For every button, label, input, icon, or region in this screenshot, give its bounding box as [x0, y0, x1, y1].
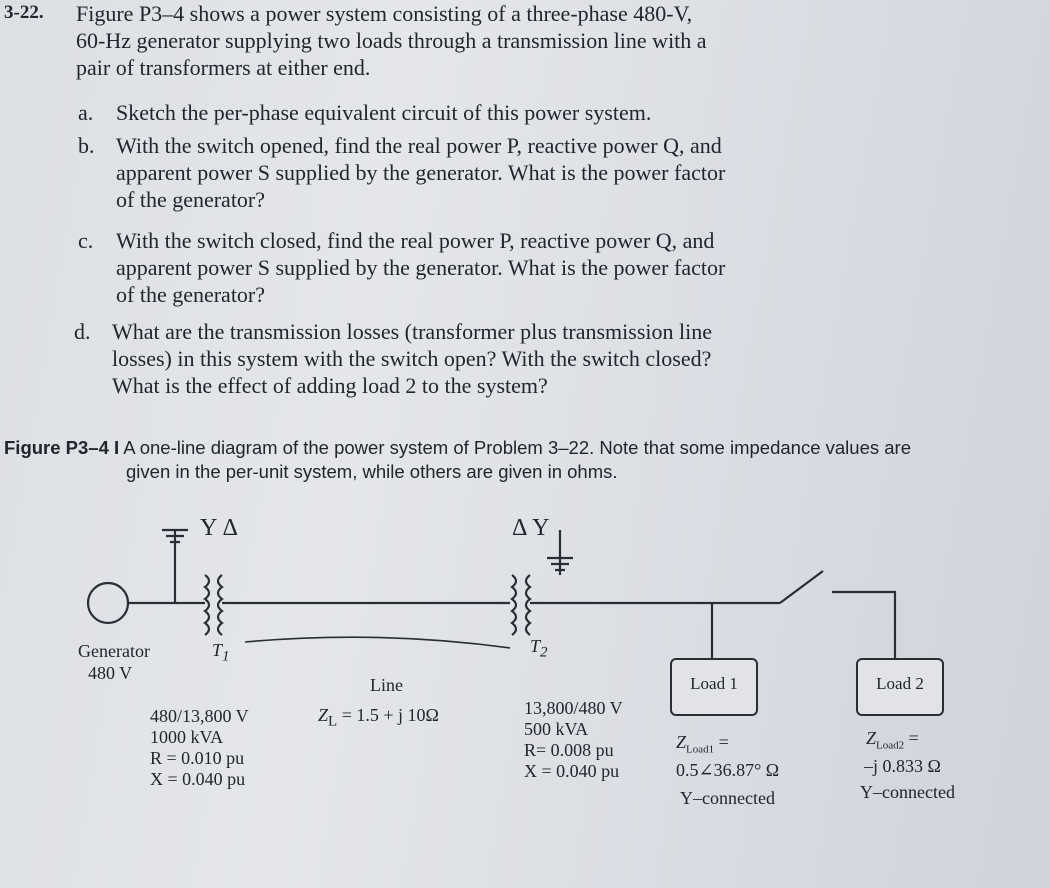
- question-label: d.: [74, 319, 91, 344]
- t1-primary-coil: [203, 574, 211, 636]
- question-c: c. With the switch closed, find the real…: [78, 227, 726, 308]
- question-label: b.: [78, 133, 95, 158]
- question-label: a.: [78, 100, 94, 125]
- caption-text: A one-line diagram of the power system o…: [119, 437, 911, 458]
- question-line: of the generator?: [116, 282, 266, 307]
- caption-text: given in the per-unit system, while othe…: [126, 461, 618, 482]
- question-line: Sketch the per-phase equivalent circuit …: [116, 100, 652, 125]
- t2-specs: 13,800/480 V 500 kVA R= 0.008 pu X = 0.0…: [524, 698, 623, 782]
- load2-impedance: ZLoad2 =: [866, 728, 919, 757]
- spec-line: X = 0.040 pu: [150, 769, 246, 789]
- load2-z-eq: =: [904, 728, 919, 748]
- intro-line: Figure P3–4 shows a power system consist…: [76, 1, 693, 26]
- t2-letter: T: [530, 636, 541, 656]
- load2-z: Z: [866, 728, 877, 748]
- spec-line: R = 0.010 pu: [150, 748, 245, 768]
- load2-feeder: [832, 590, 897, 658]
- spec-line: X = 0.040 pu: [524, 761, 620, 781]
- load2-connection: Y–connected: [860, 782, 955, 802]
- ground-icon: [547, 556, 573, 572]
- problem-number: 3-22.: [4, 2, 44, 23]
- load2-value: –j 0.833 Ω: [864, 756, 941, 776]
- question-line: of the generator?: [116, 187, 266, 212]
- spec-line: 480/13,800 V: [150, 706, 249, 726]
- question-line: apparent power S supplied by the generat…: [116, 160, 726, 185]
- question-line: losses) in this system with the switch o…: [112, 346, 712, 371]
- load1-connection: Y–connected: [680, 788, 775, 808]
- question-line: apparent power S supplied by the generat…: [116, 255, 726, 280]
- t1-letter: T: [212, 640, 223, 660]
- load2-name: Load 2: [876, 674, 924, 693]
- question-line: With the switch closed, find the real po…: [116, 228, 715, 253]
- question-line: What is the effect of adding load 2 to t…: [112, 373, 548, 398]
- figure-caption: Figure P3–4 I A one-line diagram of the …: [4, 436, 1044, 484]
- load1-name: Load 1: [690, 674, 738, 693]
- spec-line: 500 kVA: [524, 719, 589, 739]
- ground-icon: [162, 528, 188, 544]
- question-b: b. With the switch opened, find the real…: [78, 132, 726, 213]
- generator-label: Generator: [78, 641, 150, 661]
- t1-winding-label: Y Δ: [200, 515, 238, 541]
- line-impedance: ZL = 1.5 + j 10Ω: [318, 705, 439, 733]
- intro-line: 60-Hz generator supplying two loads thro…: [76, 28, 707, 53]
- load1-z: Z: [676, 732, 687, 752]
- t2-subscript: 2: [540, 644, 548, 661]
- t2-secondary-coil: [524, 574, 532, 636]
- load2-box: Load 2: [856, 658, 944, 716]
- line-label: Line: [370, 675, 403, 695]
- caption-label: Figure P3–4 I: [4, 437, 120, 458]
- load2-z-sub: Load2: [876, 739, 905, 752]
- problem-intro: Figure P3–4 shows a power system consist…: [76, 0, 796, 81]
- t1-label: T1: [212, 640, 230, 668]
- t2-primary-coil: [510, 574, 518, 636]
- load1-z-eq: =: [714, 732, 729, 752]
- load1-z-sub: Load1: [686, 743, 715, 756]
- t1-specs: 480/13,800 V 1000 kVA R = 0.010 pu X = 0…: [150, 706, 249, 790]
- line-z-value: = 1.5 + j 10Ω: [337, 705, 439, 725]
- spec-line: 13,800/480 V: [524, 698, 623, 718]
- line-marker: [244, 636, 511, 649]
- generator-voltage: 480 V: [88, 663, 133, 683]
- intro-line: pair of transformers at either end.: [76, 55, 371, 80]
- line-z-sub: L: [328, 713, 338, 730]
- load1-box: Load 1: [670, 658, 758, 716]
- switch-blade[interactable]: [779, 570, 824, 604]
- question-line: With the switch opened, find the real po…: [116, 133, 722, 158]
- generator-symbol: [86, 581, 130, 625]
- question-line: What are the transmission losses (transf…: [112, 319, 712, 344]
- t1-subscript: 1: [222, 648, 230, 665]
- spec-line: R= 0.008 pu: [524, 740, 614, 760]
- load1-impedance: ZLoad1 =: [676, 732, 729, 761]
- load1-value: 0.5∠36.87° Ω: [676, 760, 780, 780]
- question-label: c.: [78, 228, 94, 253]
- t1-secondary-coil: [216, 574, 224, 636]
- question-a: a. Sketch the per-phase equivalent circu…: [78, 99, 652, 126]
- t2-winding-label: Δ Y: [512, 515, 550, 541]
- question-d: d. What are the transmission losses (tra…: [74, 318, 712, 399]
- t2-label: T2: [530, 636, 548, 664]
- spec-line: 1000 kVA: [150, 727, 224, 747]
- line-z: Z: [318, 705, 329, 725]
